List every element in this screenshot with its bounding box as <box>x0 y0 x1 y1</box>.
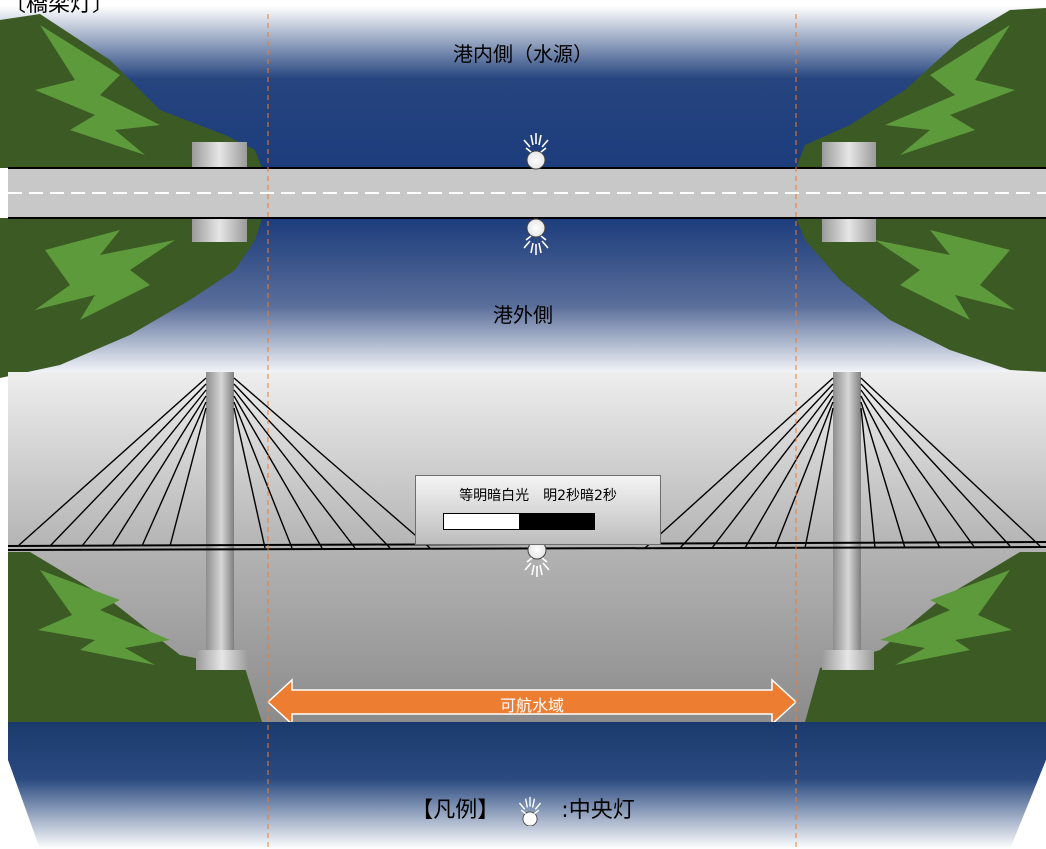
bridge-deck-plan <box>8 167 1046 219</box>
light-characteristic-text: 等明暗白光 明2秒暗2秒 <box>459 488 617 504</box>
legend-prefix: 【凡例】 <box>411 798 500 823</box>
cables-right <box>644 377 1041 549</box>
outer-harbor-label: 港外側 <box>493 303 553 327</box>
pier-left-bottom <box>192 218 247 242</box>
plan-view-panel <box>0 6 1046 378</box>
navigable-waters-label: 可航水域 <box>499 696 564 715</box>
water-bottom-right-edge <box>1010 760 1046 849</box>
center-light-icon <box>524 540 550 577</box>
water-bottom <box>8 722 1046 849</box>
tower-right <box>833 372 861 657</box>
pier-left-top <box>192 142 247 168</box>
tower-right-base <box>822 650 874 670</box>
foliage-left-top <box>35 25 160 155</box>
dark-phase-segment <box>519 514 594 529</box>
tower-left-base <box>196 650 248 670</box>
center-light-icon <box>523 218 549 255</box>
center-light-icon <box>519 796 542 826</box>
foliage-left-bottom <box>35 230 175 320</box>
tower-left <box>206 372 234 657</box>
inner-harbor-label: 港内側（水源） <box>453 42 593 66</box>
center-light-icon <box>523 133 549 170</box>
legend-item-label: :中央灯 <box>561 798 635 823</box>
foliage-right-elevation <box>880 570 1012 665</box>
legend: 【凡例】 :中央灯 <box>0 792 1046 826</box>
cables-left <box>17 377 431 549</box>
foliage-right-bottom <box>875 230 1015 320</box>
pier-right-top <box>822 142 876 168</box>
light-period-bar <box>443 513 595 530</box>
light-characteristic-box: 等明暗白光 明2秒暗2秒 <box>415 475 661 545</box>
foliage-right-top <box>885 25 1015 155</box>
elevation-view-panel <box>7 372 1046 728</box>
pier-right-bottom <box>822 218 876 242</box>
diagram-title: 〔橋梁灯〕 <box>4 0 115 17</box>
foliage-left-elevation <box>38 570 170 665</box>
